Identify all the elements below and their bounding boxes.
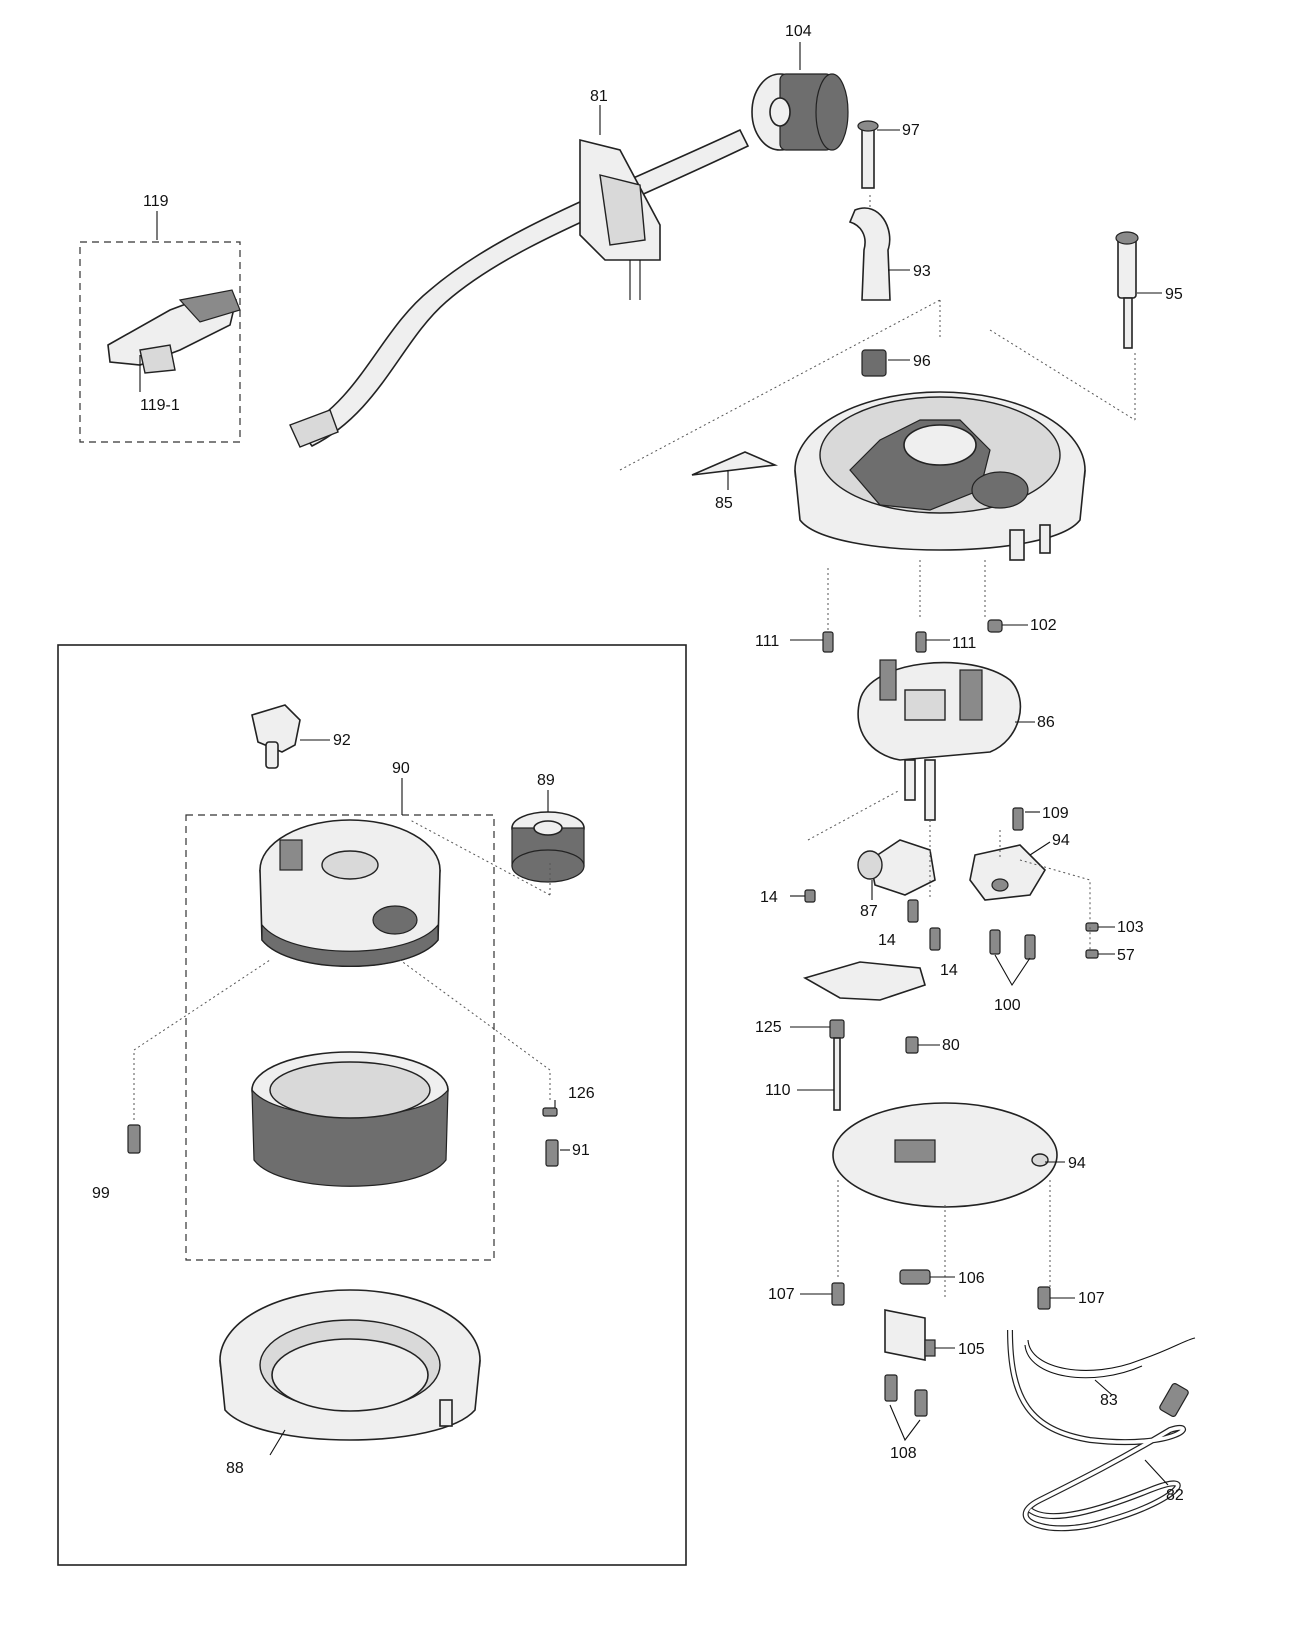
label-99: 99: [92, 1185, 110, 1202]
label-107-left: 107: [768, 1286, 795, 1303]
label-108: 108: [890, 1445, 917, 1462]
board-105: [884, 1309, 936, 1361]
label-81: 81: [590, 88, 608, 105]
plate-part: [802, 961, 926, 1111]
label-110: 110: [765, 1082, 791, 1099]
nut-102: [987, 619, 1003, 633]
bushing-106: [899, 1269, 931, 1285]
part-89: [511, 811, 585, 883]
label-104: 104: [785, 23, 812, 40]
label-94-bottom: 94: [1068, 1155, 1086, 1172]
label-14-right: 14: [940, 962, 958, 979]
parts-103-57: [1085, 922, 1099, 959]
assembly-90-box: [185, 814, 495, 1261]
label-92: 92: [333, 732, 351, 749]
cable-82: [1007, 1329, 1189, 1532]
leader-lines: [139, 42, 1169, 1486]
bracket-87-part: [857, 839, 936, 896]
tonearm-part: [107, 73, 849, 448]
screw-111-right: [915, 631, 927, 653]
label-105: 105: [958, 1341, 985, 1358]
part-126: [542, 1107, 558, 1117]
label-14-mid: 14: [878, 932, 896, 949]
label-86: 86: [1037, 714, 1055, 731]
inset-frame: [57, 644, 687, 1566]
label-82: 82: [1166, 1487, 1184, 1504]
label-89: 89: [537, 772, 555, 789]
label-80: 80: [942, 1037, 960, 1054]
label-111-left: 111: [755, 633, 779, 650]
label-126: 126: [568, 1085, 595, 1102]
ring-part: [251, 1051, 449, 1187]
part-92: [251, 704, 301, 769]
label-107-right: 107: [1078, 1290, 1105, 1307]
label-102: 102: [1030, 617, 1057, 634]
bottom-cover-part: [832, 1102, 1058, 1300]
label-14-left: 14: [760, 889, 778, 906]
label-100: 100: [994, 997, 1021, 1014]
part-99: [127, 1124, 141, 1154]
label-95: 95: [1165, 286, 1183, 303]
arm-base-part: [579, 138, 661, 300]
label-85: 85: [715, 495, 733, 512]
label-88: 88: [226, 1460, 244, 1477]
pillar-95-part: [1115, 231, 1139, 349]
label-125: 125: [755, 1019, 782, 1036]
label-87: 87: [860, 903, 878, 920]
bracket-94-part: [969, 844, 1047, 901]
pointer-85-part: [691, 451, 779, 476]
label-103: 103: [1117, 919, 1144, 936]
part-90: [259, 819, 441, 967]
part-91: [545, 1139, 559, 1167]
label-90: 90: [392, 760, 410, 777]
headshell-part: [107, 289, 241, 374]
screws-14-group: [804, 807, 1024, 951]
part-88: [219, 1289, 481, 1441]
label-91: 91: [572, 1142, 590, 1159]
label-111-right: 111: [952, 635, 976, 652]
screws-108-group: [884, 1374, 928, 1442]
screws-100-group: [989, 929, 1036, 987]
label-57: 57: [1117, 947, 1135, 964]
label-93: 93: [913, 263, 931, 280]
label-119: 119: [143, 193, 169, 210]
counterweight-part: [751, 73, 849, 151]
label-94-top: 94: [1052, 832, 1070, 849]
label-96: 96: [913, 353, 931, 370]
motor-housing-part: [794, 391, 1086, 561]
screws-107-group: [831, 1282, 1051, 1310]
label-109: 109: [1042, 805, 1069, 822]
label-97: 97: [902, 122, 920, 139]
motor-board-part: [857, 659, 1022, 821]
label-119-1: 119-1: [140, 397, 180, 414]
screw-111-left: [822, 631, 834, 653]
screw-97-part: [857, 120, 879, 189]
cable-83: [1024, 1337, 1196, 1379]
label-106: 106: [958, 1270, 985, 1287]
label-83: 83: [1100, 1392, 1118, 1409]
lift-93-part: [848, 207, 891, 377]
